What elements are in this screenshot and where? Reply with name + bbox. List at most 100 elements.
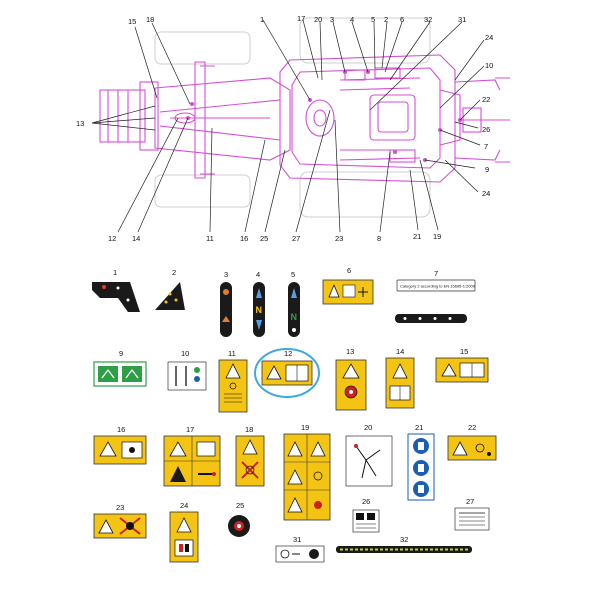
decal-4: N	[253, 282, 265, 337]
decal-label-6: 6	[347, 266, 351, 275]
decal-5-letter: N	[291, 312, 298, 322]
decal-label-9: 9	[119, 349, 123, 358]
tractor-callouts: 15 18 13 1 17 20 3 4 5 2 6 32 31 24 10 2…	[76, 14, 493, 243]
decal-13	[335, 359, 367, 411]
decal-label-20: 20	[364, 423, 372, 432]
decal-10	[167, 361, 207, 391]
decal-label-13: 13	[346, 347, 354, 356]
decal-label-16: 16	[117, 425, 125, 434]
decal-4-letter: N	[256, 305, 263, 315]
leader-lines	[91, 19, 485, 233]
decal-label-25: 25	[236, 501, 244, 510]
decal-label-31: 31	[293, 535, 301, 544]
decal-label-17: 17	[186, 425, 194, 434]
callout-21: 21	[413, 232, 421, 241]
decal-label-4: 4	[256, 270, 260, 279]
decal-label-2: 2	[172, 268, 176, 277]
decal-19	[283, 433, 331, 521]
decal-label-26: 26	[362, 497, 370, 506]
decal-label-15: 15	[460, 347, 468, 356]
decal-7-text: Category 2 according to EN 15695-1:2009	[400, 284, 476, 289]
decal-3	[220, 282, 232, 337]
callout-24-top: 24	[485, 33, 493, 42]
decal-31	[275, 545, 325, 563]
callout-7: 7	[484, 142, 488, 151]
callout-11: 11	[206, 234, 214, 243]
decal-23	[93, 513, 147, 539]
decal-label-1: 1	[113, 268, 117, 277]
callout-25: 25	[260, 234, 268, 243]
callout-8: 8	[377, 234, 381, 243]
decal-32	[336, 546, 472, 553]
decal-2	[155, 282, 185, 310]
callout-9: 9	[485, 165, 489, 174]
decal-label-7: 7	[434, 269, 438, 278]
callout-22: 22	[482, 95, 490, 104]
cab	[279, 54, 456, 183]
decal-7: Category 2 according to EN 15695-1:2009	[396, 279, 476, 292]
decal-label-19: 19	[301, 423, 309, 432]
seat	[369, 94, 416, 141]
decal-25	[228, 515, 250, 537]
hood	[154, 77, 291, 161]
callout-19: 19	[433, 232, 441, 241]
decal-1	[92, 282, 140, 312]
decal-26	[352, 509, 380, 533]
callout-32: 32	[424, 15, 432, 24]
decal-label-10: 10	[181, 349, 189, 358]
callout-2: 2	[384, 15, 388, 24]
callout-1: 1	[260, 15, 264, 24]
decal-label-23: 23	[116, 503, 124, 512]
decal-21	[407, 433, 435, 501]
decal-label-18: 18	[245, 425, 253, 434]
decal-6	[322, 279, 374, 305]
decal-label-11: 11	[228, 349, 236, 358]
rear-right-wheel	[299, 171, 431, 218]
decal-20	[345, 435, 393, 487]
callout-24-bottom: 24	[482, 189, 490, 198]
callout-15: 15	[128, 17, 136, 26]
callout-4: 4	[350, 15, 354, 24]
steering-wheel	[305, 99, 335, 137]
decal-label-5: 5	[291, 270, 295, 279]
decal-16	[93, 435, 147, 465]
decal-label-14: 14	[396, 347, 404, 356]
callout-18: 18	[146, 15, 154, 24]
decal-label-22: 22	[468, 423, 476, 432]
callout-3: 3	[330, 15, 334, 24]
decal-17	[163, 435, 221, 487]
decal-18	[235, 435, 265, 487]
callout-23: 23	[335, 234, 343, 243]
decal-label-24: 24	[180, 501, 188, 510]
front-ballast	[99, 89, 146, 143]
decal-11	[218, 359, 248, 413]
tractor-top-view	[99, 17, 510, 218]
decal-catalogue: 1 2 3 4 5 6 7 N	[92, 266, 497, 563]
decal-9	[93, 361, 147, 387]
decal-5: N	[288, 282, 300, 337]
callout-5: 5	[371, 15, 375, 24]
highlight-circle	[254, 348, 320, 398]
callout-6: 6	[400, 15, 404, 24]
decal-12	[254, 348, 320, 398]
decal-27	[454, 507, 490, 531]
decal-label-27: 27	[466, 497, 474, 506]
decal-22	[447, 435, 497, 461]
front-left-wheel	[154, 31, 251, 65]
decal-label-32: 32	[400, 535, 408, 544]
callout-31: 31	[458, 15, 466, 24]
callout-13: 13	[76, 119, 84, 128]
callout-20: 20	[314, 15, 322, 24]
callout-27: 27	[292, 234, 300, 243]
front-right-wheel	[154, 174, 251, 208]
decal-label-3: 3	[224, 270, 228, 279]
decal-24	[169, 511, 199, 563]
decal-label-12: 12	[284, 349, 292, 358]
callout-17: 17	[297, 14, 305, 23]
callout-26: 26	[482, 125, 490, 134]
callout-16: 16	[240, 234, 248, 243]
callout-12: 12	[108, 234, 116, 243]
decal-label-21: 21	[415, 423, 423, 432]
decal-14	[385, 357, 415, 409]
